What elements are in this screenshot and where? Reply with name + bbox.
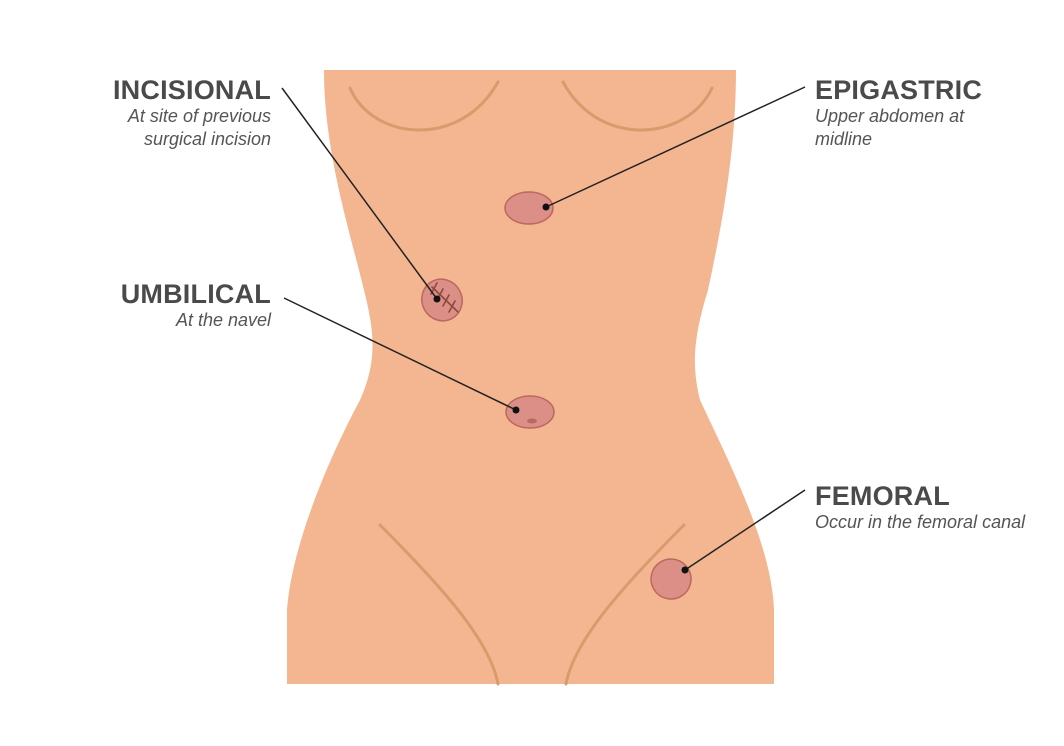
label-epigastric-desc-2: midline [815,129,873,149]
label-incisional-title: INCISIONAL [112,75,271,105]
leader-line-incisional [281,87,438,300]
leader-line-umbilical [283,297,517,411]
pointer-dot-umbilical [512,406,520,414]
torso-silhouette [287,70,774,684]
breast-curve-right [561,80,714,132]
pointer-dot-incisional [433,295,441,303]
leader-line-epigastric [545,86,806,208]
hernia-epigastric [504,191,554,225]
pointer-dot-epigastric [542,203,550,211]
groin-line-left [378,523,500,686]
leader-line-femoral [684,489,806,571]
label-umbilical-title: UMBILICAL [120,279,271,309]
label-incisional: INCISIONAL At site of previous surgical … [113,75,271,151]
label-umbilical: UMBILICAL At the navel [121,279,271,332]
label-epigastric: EPIGASTRIC Upper abdomen at midline [815,75,982,151]
label-femoral-title: FEMORAL [815,481,950,511]
label-umbilical-desc-1: At the navel [175,310,271,330]
hernia-umbilical [505,395,555,429]
label-femoral-desc-1: Occur in the femoral canal [815,512,1026,532]
label-incisional-desc-2: surgical incision [143,129,271,149]
label-femoral: FEMORAL Occur in the femoral canal [815,481,1025,534]
navel-dimple [527,418,537,424]
pointer-dot-femoral [681,566,689,574]
groin-line-right [564,523,686,686]
label-epigastric-title: EPIGASTRIC [815,75,983,105]
breast-curve-left [348,80,500,132]
label-epigastric-desc-1: Upper abdomen at [815,106,965,126]
hernia-incisional [421,278,463,322]
label-incisional-desc-1: At site of previous [127,106,271,126]
